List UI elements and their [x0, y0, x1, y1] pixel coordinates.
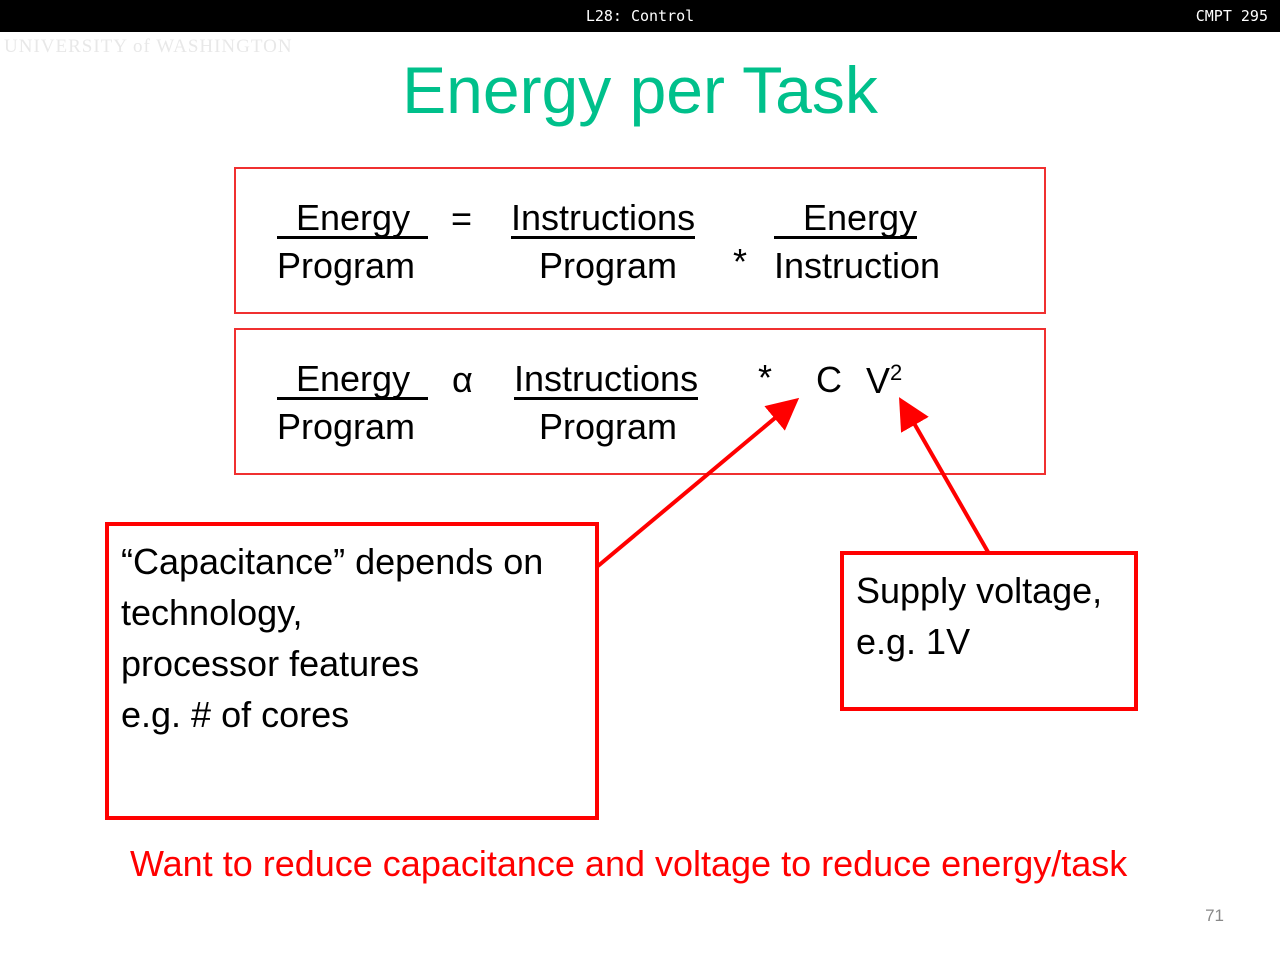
callout-line: “Capacitance” depends on [121, 541, 544, 582]
voltage-exponent: 2 [890, 360, 903, 385]
voltage-callout: Supply voltage, e.g. 1V [840, 551, 1138, 711]
top-bar: L28: Control CMPT 295 [0, 0, 1280, 32]
course-code: CMPT 295 [1195, 7, 1268, 25]
eq1-lhs-numerator: Energy [277, 200, 429, 239]
equation-box-1 [234, 167, 1046, 314]
eq2-lhs-denominator: Program [277, 406, 416, 447]
university-logo: UNIVERSITY of WASHINGTON [4, 36, 293, 57]
voltage-symbol: V2 [866, 362, 902, 399]
eq2-multiply: * [758, 357, 773, 398]
callout-line: e.g. 1V [856, 621, 971, 662]
callout-line: Supply voltage, [856, 570, 1103, 611]
takeaway-text: Want to reduce capacitance and voltage t… [130, 843, 1128, 884]
voltage-arrow [899, 397, 990, 553]
capacitance-callout: “Capacitance” depends on technology, pro… [105, 522, 599, 820]
slide-title: Energy per Task [402, 53, 878, 127]
capacitance-symbol: C [816, 359, 842, 400]
equation-box-2 [234, 328, 1046, 475]
callout-line: processor features [121, 643, 420, 684]
eq1-equals: = [451, 198, 473, 239]
capacitance-arrow [596, 397, 800, 568]
eq2-proportional: α [452, 359, 473, 400]
voltage-letter: V [866, 360, 891, 401]
callout-line: technology, [121, 592, 303, 633]
eq1-term1-numerator: Instructions [511, 197, 696, 239]
eq1-term2-numerator: Energy [774, 200, 918, 239]
page-number: 71 [1205, 906, 1224, 925]
eq1-lhs-denominator: Program [277, 245, 416, 286]
lecture-title: L28: Control [585, 7, 695, 25]
eq2-term1-denominator: Program [539, 406, 678, 447]
eq2-lhs-numerator: Energy [277, 361, 429, 400]
callout-line: e.g. # of cores [121, 694, 350, 735]
eq1-term1-denominator: Program [539, 245, 678, 286]
eq2-term1-numerator: Instructions [514, 358, 699, 400]
eq1-term2-denominator: Instruction [774, 245, 941, 286]
eq1-multiply: * [733, 241, 748, 282]
